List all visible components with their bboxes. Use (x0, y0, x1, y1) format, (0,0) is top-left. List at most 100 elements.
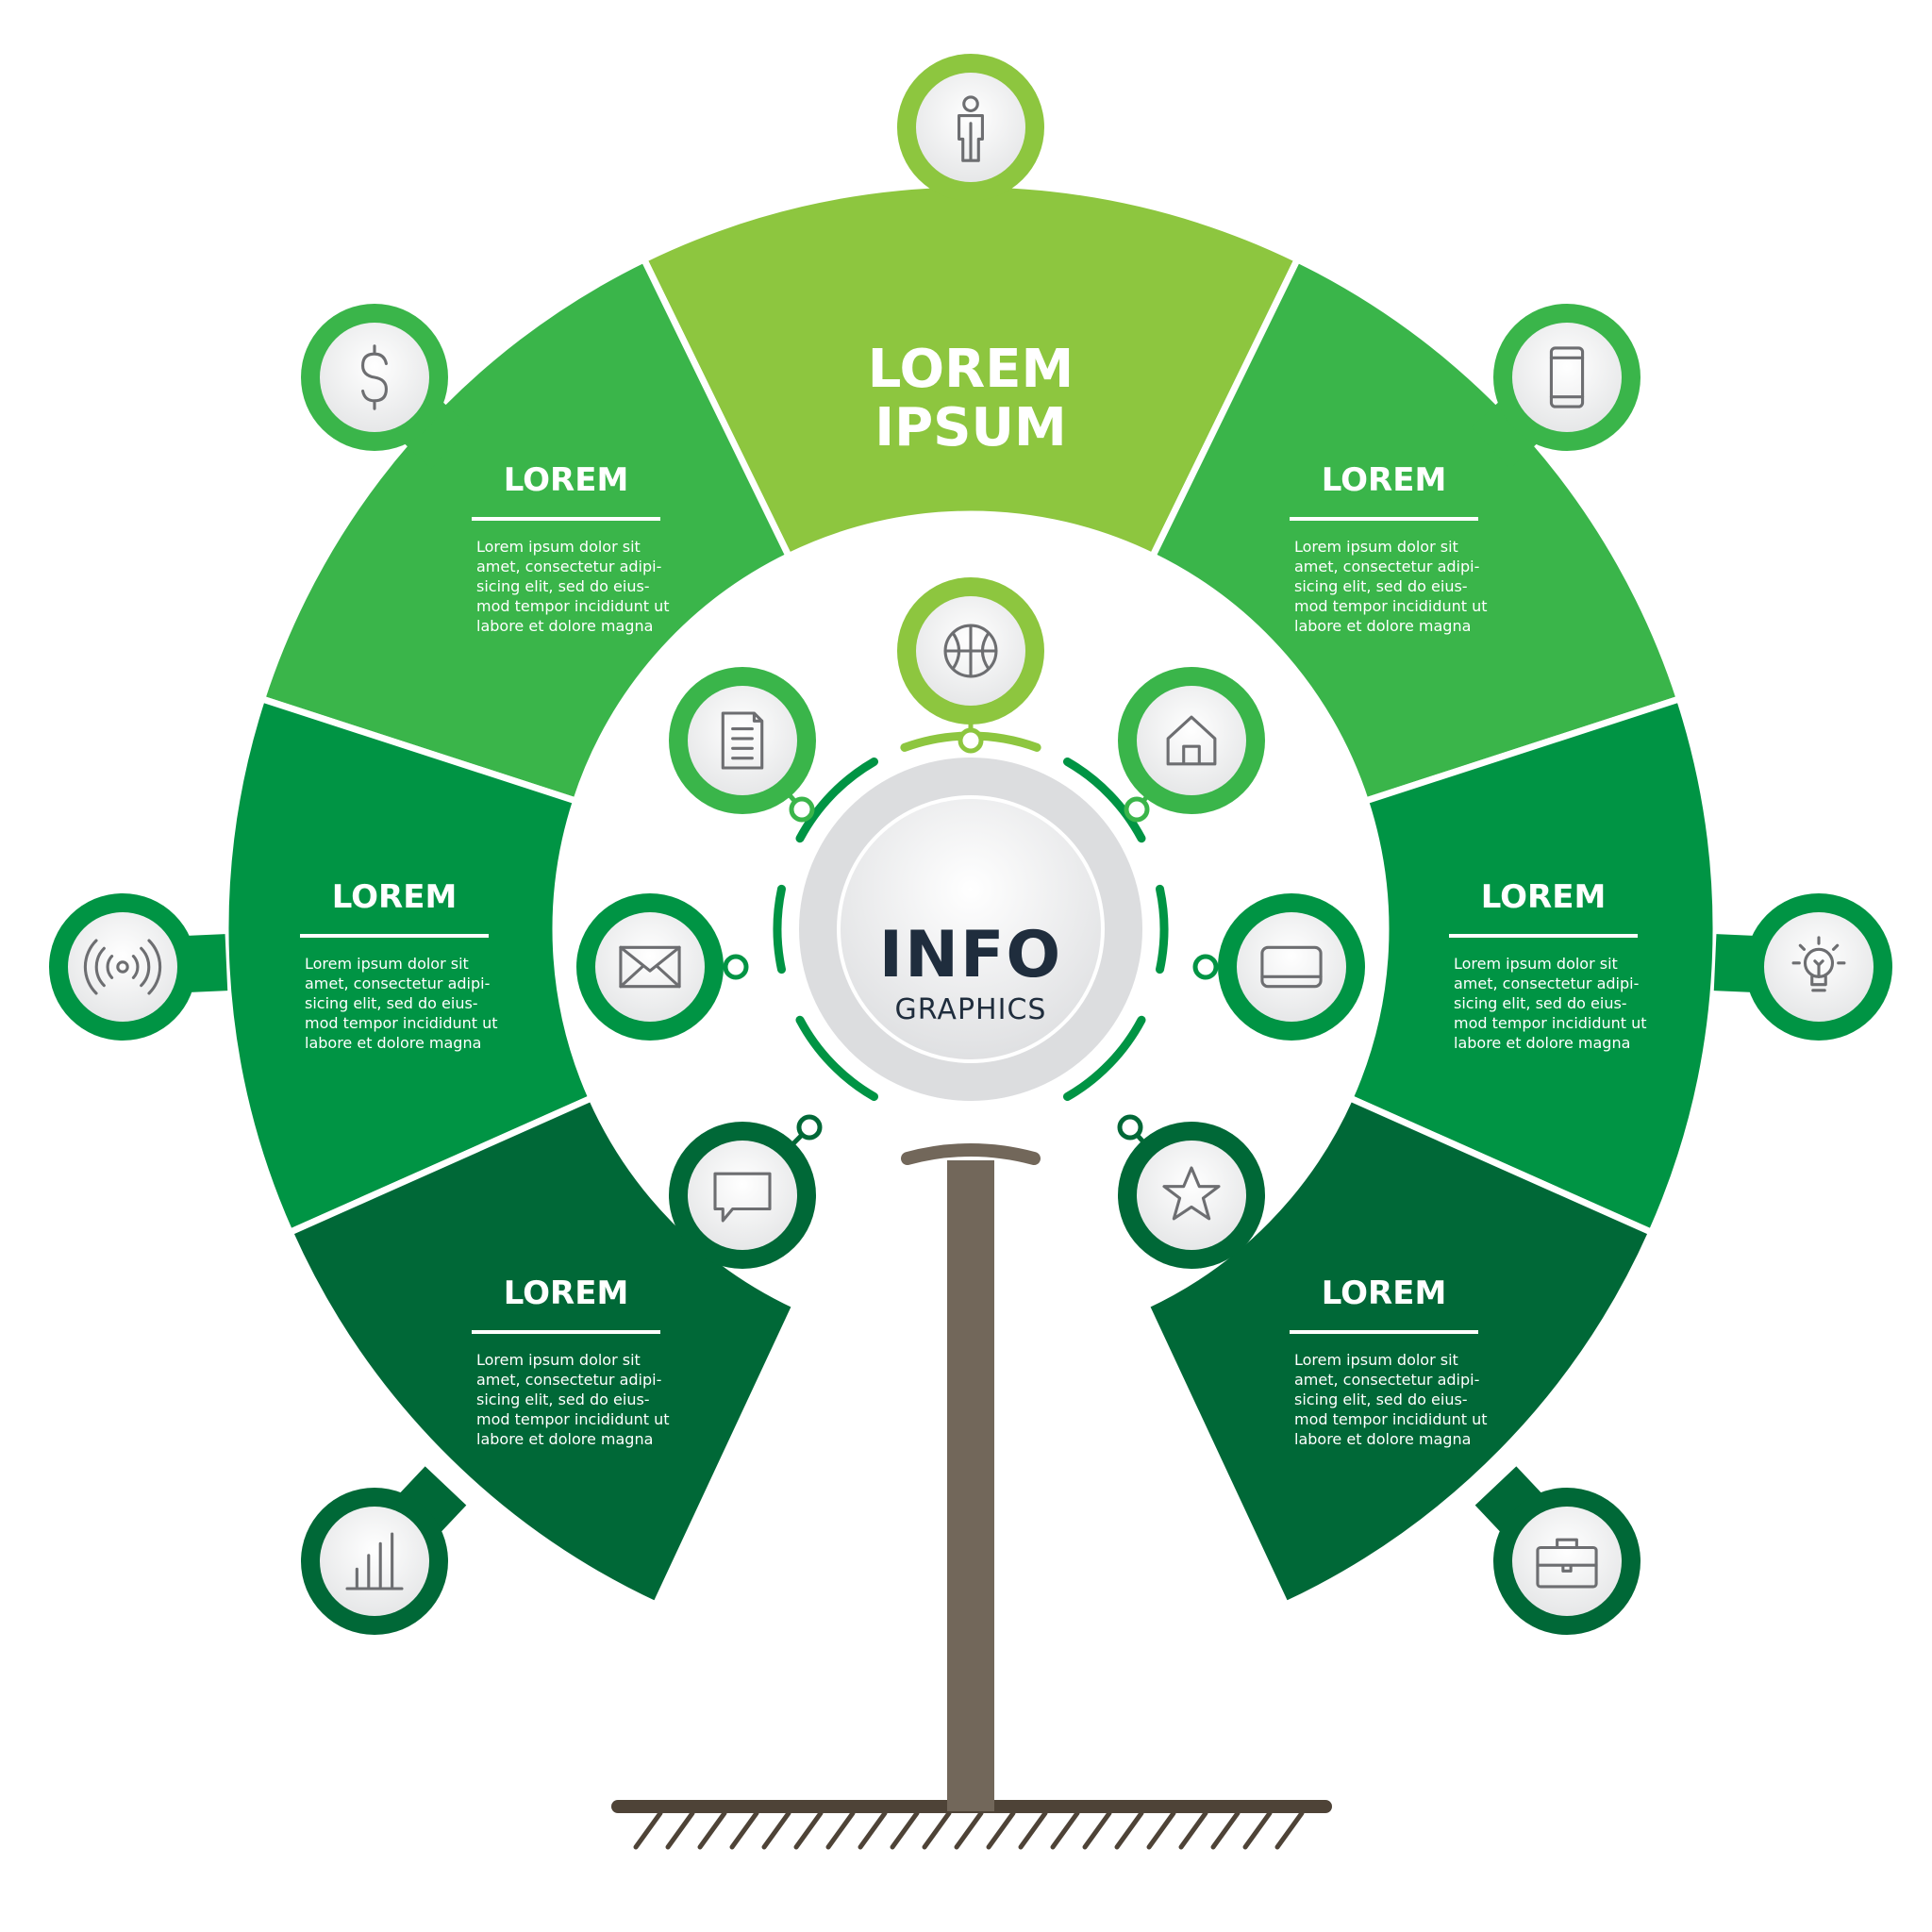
node-upper-left (301, 304, 448, 451)
segment-body-line: amet, consectetur adipi- (1294, 1371, 1479, 1389)
segment-body-line: mod tempor incididunt ut (476, 597, 670, 615)
ground (611, 1800, 1332, 1850)
segment-title: LOREM (1322, 461, 1447, 499)
home-icon (1166, 715, 1217, 766)
segment-body-line: sicing elit, sed do eius- (1294, 1391, 1468, 1408)
smartphone-icon (1549, 346, 1585, 408)
hub-arc (1063, 1015, 1146, 1102)
segment-body-line: amet, consectetur adipi- (1294, 558, 1479, 575)
document-icon (721, 711, 764, 770)
segment-ring (222, 180, 1720, 1609)
segment-label: LOREM Lorem ipsum dolor sit amet, consecte… (1290, 1274, 1488, 1448)
hub-arc (795, 1015, 878, 1102)
hub-title: INFO (879, 918, 1062, 992)
inner-node-lower-left (669, 1122, 816, 1269)
inner-node-lower-right (1118, 1122, 1265, 1269)
outer-nodes (49, 54, 1892, 1635)
segment-body-line: mod tempor incididunt ut (305, 1014, 498, 1032)
bar-chart-icon (345, 1532, 404, 1591)
inner-connector-dot (796, 1114, 823, 1141)
segment-body-line: labore et dolore magna (476, 1430, 653, 1448)
inner-connector-dot (723, 954, 749, 980)
segment-body-line: labore et dolore magna (1294, 617, 1471, 635)
card-icon (1260, 945, 1323, 989)
segment-body-line: amet, consectetur adipi- (305, 974, 490, 992)
segment-body-line: amet, consectetur adipi- (476, 1371, 661, 1389)
segment-body-line: sicing elit, sed do eius- (1294, 577, 1468, 595)
signal-icon (83, 939, 162, 995)
segment-body-line: mod tempor incididunt ut (1454, 1014, 1647, 1032)
tree-trunk (947, 1160, 994, 1811)
node-upper-right (1493, 304, 1641, 451)
inner-node-middle-left (576, 893, 724, 1041)
segment-body-line: sicing elit, sed do eius- (476, 1391, 650, 1408)
inner-node-top (897, 577, 1044, 724)
inner-node-upper-left (669, 667, 816, 814)
inner-connector-dot (1192, 954, 1219, 980)
main-title-line1: LOREM (868, 339, 1074, 400)
main-title-line2: IPSUM (874, 397, 1066, 458)
node-middle-right (1745, 893, 1892, 1041)
segment-body-line: amet, consectetur adipi- (476, 558, 661, 575)
segment-body-line: Lorem ipsum dolor sit (305, 955, 469, 973)
segment-top (640, 180, 1302, 561)
hub-arc (1156, 884, 1169, 974)
hub-arc (795, 757, 878, 843)
segment-body-line: labore et dolore magna (1294, 1430, 1471, 1448)
segment-body-line: sicing elit, sed do eius- (476, 577, 650, 595)
segment-body-line: labore et dolore magna (476, 617, 653, 635)
segment-body-line: Lorem ipsum dolor sit (1294, 1351, 1458, 1369)
basketball-icon (943, 624, 998, 678)
lightbulb-icon (1791, 936, 1846, 992)
segment-body-line: sicing elit, sed do eius- (1454, 994, 1627, 1012)
chat-icon (713, 1172, 772, 1223)
segment-body-line: Lorem ipsum dolor sit (476, 538, 641, 556)
segment-lower-right (1141, 1093, 1657, 1609)
inner-connector-dot (789, 796, 815, 823)
inner-node-upper-right (1118, 667, 1265, 814)
node-lower-right (1493, 1488, 1641, 1635)
segment-body-line: amet, consectetur adipi- (1454, 974, 1639, 992)
node-middle-left (49, 893, 196, 1041)
star-icon (1162, 1166, 1221, 1221)
node-top (897, 54, 1044, 201)
segment-title: LOREM (504, 461, 629, 499)
hub-arc (773, 884, 786, 974)
inner-connector-dot (1117, 1114, 1143, 1141)
inner-connector-dot (958, 727, 984, 754)
hub-subtitle: GRAPHICS (895, 993, 1047, 1026)
segment-middle-right (1345, 694, 1720, 1237)
segment-title: LOREM (1322, 1274, 1447, 1312)
segment-label: LOREM Lorem ipsum dolor sit amet, consecte… (472, 461, 670, 635)
inner-nodes (576, 577, 1365, 1269)
segment-label: LOREM Lorem ipsum dolor sit amet, consecte… (472, 1274, 670, 1448)
segment-body-line: Lorem ipsum dolor sit (1454, 955, 1618, 973)
segment-body-line: mod tempor incididunt ut (1294, 1410, 1488, 1428)
segment-upper-left (258, 255, 793, 806)
segment-body-line: mod tempor incididunt ut (1294, 597, 1488, 615)
mail-icon (619, 945, 681, 989)
segment-upper-right (1148, 255, 1684, 806)
segment-title: LOREM (1481, 878, 1607, 916)
hub: INFO GRAPHICS (799, 758, 1142, 1101)
segment-title: LOREM (504, 1274, 629, 1312)
segment-middle-left (222, 694, 596, 1237)
inner-connector-dot (1124, 796, 1150, 823)
hub-arc (1063, 757, 1146, 843)
segment-body-line: labore et dolore magna (305, 1034, 481, 1052)
segment-title: LOREM (332, 878, 458, 916)
node-lower-left (301, 1488, 448, 1635)
segment-body-line: Lorem ipsum dolor sit (476, 1351, 641, 1369)
trunk-cap (901, 1143, 1041, 1165)
segment-body-line: sicing elit, sed do eius- (305, 994, 478, 1012)
inner-node-middle-right (1218, 893, 1365, 1041)
person-icon (958, 95, 984, 162)
dollar-icon (361, 344, 388, 410)
segment-body-line: mod tempor incididunt ut (476, 1410, 670, 1428)
briefcase-icon (1536, 1538, 1598, 1589)
